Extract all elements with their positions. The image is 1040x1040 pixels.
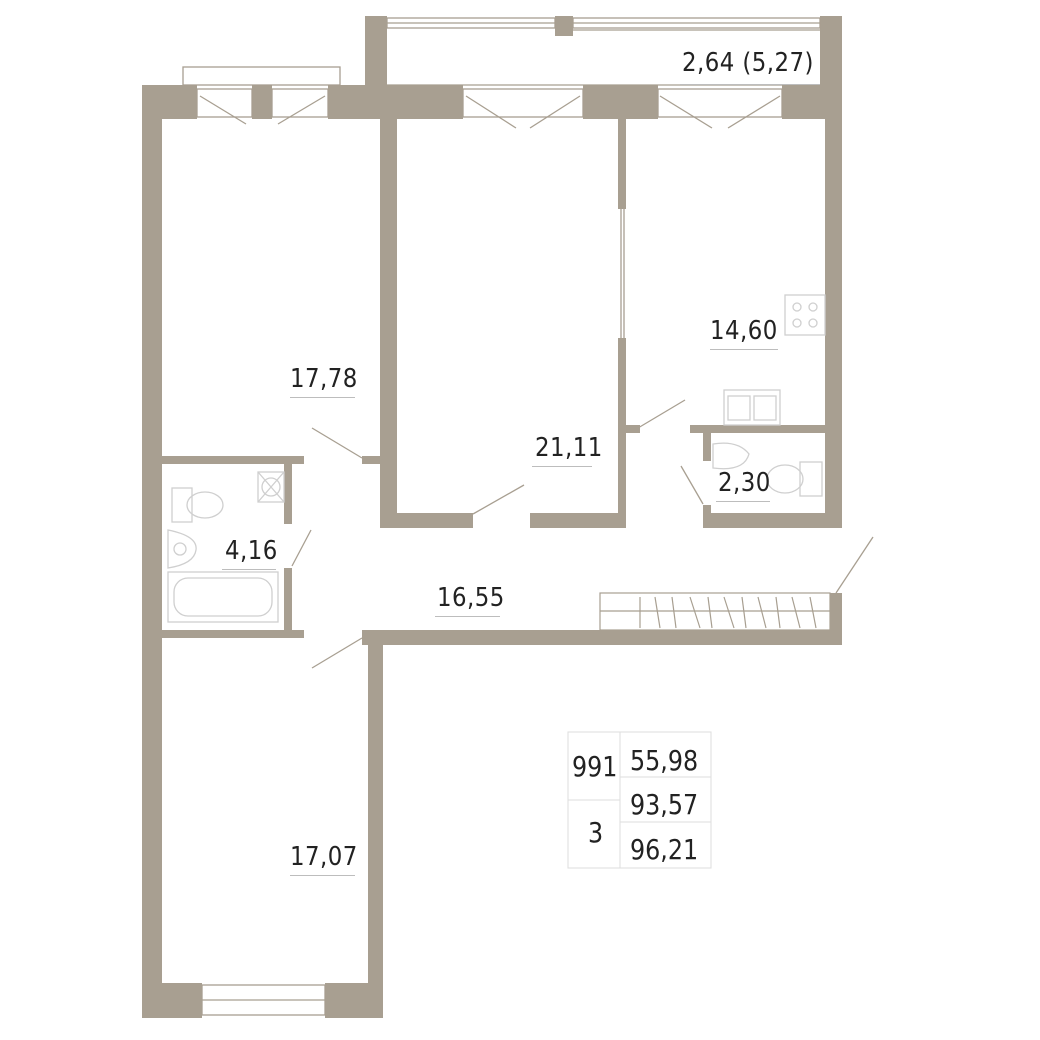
bath-basin — [167, 529, 197, 569]
wall-bed-living — [380, 119, 397, 464]
info-living-area: 55,98 — [630, 744, 699, 777]
kitchen-door-stub — [626, 425, 640, 433]
fixtures — [167, 294, 826, 623]
bath-toilet — [186, 491, 224, 519]
top-wall-2 — [252, 85, 272, 119]
wardrobe — [599, 592, 831, 631]
underline-wc — [716, 501, 770, 502]
area-hall: 16,55 — [437, 583, 505, 613]
bath-cabinet — [257, 471, 285, 503]
underline-balcony — [680, 84, 820, 85]
living-bottom-2 — [530, 513, 625, 528]
wc-top-wall — [690, 425, 825, 433]
balcony-pier — [555, 16, 573, 36]
wc-basin — [712, 442, 750, 470]
bath-right-wall-low — [284, 568, 292, 630]
info-total-with-balcony: 96,21 — [630, 833, 699, 866]
bottom-bed-right-wall — [368, 638, 383, 1018]
area-kitchen: 14,60 — [710, 316, 778, 346]
area-bedroom-left: 17,78 — [290, 364, 358, 394]
bath-toilet-tank — [171, 487, 193, 523]
bottom-wall-2 — [325, 983, 383, 1018]
door-kitchen — [637, 399, 686, 429]
wall-liv-kit-bottom — [618, 338, 626, 528]
walls — [142, 16, 842, 1018]
bath-bottom-wall — [142, 630, 304, 638]
wc-left-wall — [703, 433, 711, 461]
door-entrance — [835, 536, 874, 594]
living-bottom-1 — [380, 513, 473, 528]
windows — [182, 17, 874, 1016]
wc-tank — [799, 461, 823, 497]
bathtub — [167, 571, 279, 623]
stove — [784, 294, 826, 336]
wall-stub — [362, 456, 397, 464]
info-apartment-number: 991 — [572, 750, 618, 783]
door-bedroom-left — [311, 427, 363, 459]
door-living — [472, 484, 525, 515]
area-balcony: 2,64 (5,27) — [682, 48, 814, 78]
hall-right-wall — [830, 593, 842, 645]
underline-bathroom — [222, 569, 276, 570]
left-wall — [142, 85, 162, 1017]
area-bedroom-bottom: 17,07 — [290, 842, 358, 872]
underline-living — [532, 466, 592, 467]
balcony-wall-right — [820, 16, 842, 88]
wc-bottom-wall — [703, 513, 842, 528]
bath-right-wall — [284, 464, 292, 524]
underline-hall — [435, 616, 500, 617]
top-wall-4 — [583, 85, 658, 119]
info-total-area: 93,57 — [630, 788, 699, 821]
bottom-wall-1 — [142, 983, 202, 1018]
top-wall-3 — [328, 85, 463, 119]
kitchen-sink — [723, 389, 781, 426]
wall-living-low — [380, 456, 397, 528]
door-bath — [291, 529, 312, 567]
info-table-grid — [567, 731, 712, 869]
area-bathroom: 4,16 — [225, 536, 278, 566]
hall-bottom-wall — [362, 630, 842, 645]
bath-top-wall — [142, 456, 304, 464]
underline-bedroom-bottom — [290, 875, 355, 876]
ledge-window — [182, 66, 341, 86]
underline-bedroom-left — [290, 397, 355, 398]
area-wc: 2,30 — [718, 468, 771, 498]
wall-liv-kit-top — [618, 119, 626, 209]
wc-toilet — [766, 464, 804, 494]
underline-kitchen — [710, 349, 778, 350]
right-wall — [825, 85, 842, 528]
balcony-wall-left — [365, 16, 387, 88]
door-bedroom-bottom — [311, 637, 363, 669]
area-living: 21,11 — [535, 433, 603, 463]
door-wc — [680, 465, 704, 505]
info-rooms-count: 3 — [588, 816, 604, 849]
